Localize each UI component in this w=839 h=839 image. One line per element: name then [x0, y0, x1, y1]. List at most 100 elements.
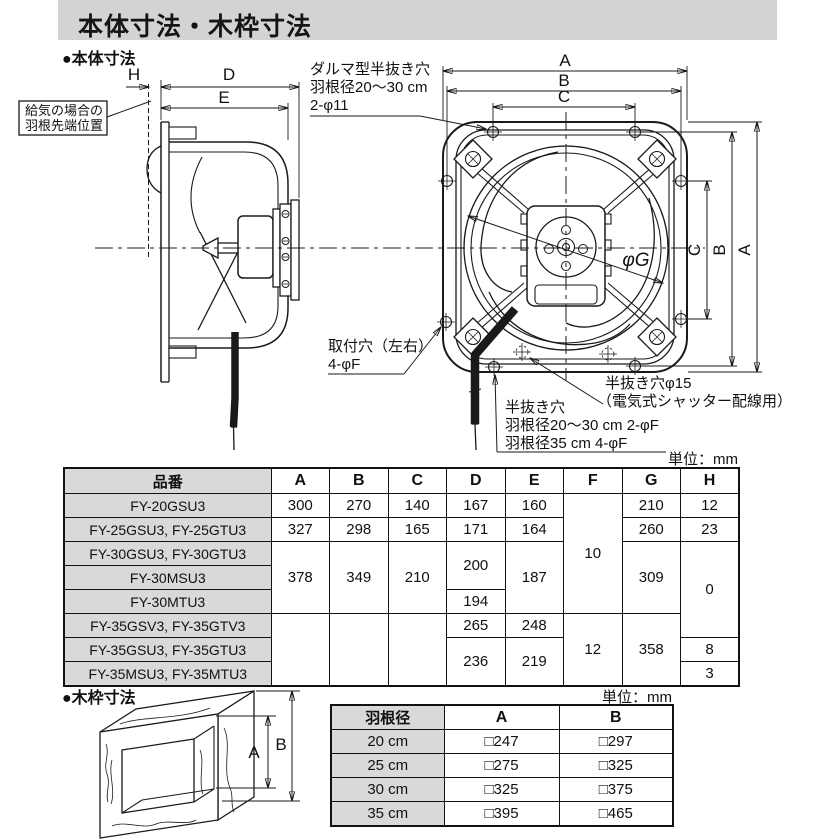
dim-label-frame-a: A	[248, 743, 260, 762]
note-punch-hole-15: 半抜き穴φ15 （電気式シャッター配線用）	[530, 358, 792, 410]
table-row: FY-35GSV3, FY-35GTV3 265 248 12 358	[63, 613, 739, 687]
section-label-frame-dimensions: ●木枠寸法	[62, 690, 136, 707]
value-cell: 165	[387, 517, 447, 542]
table-header-row: 羽根径 A B	[330, 704, 674, 730]
motor-bolt-icons	[281, 210, 290, 288]
col-header-a: A	[270, 467, 330, 494]
svg-text:4-φF: 4-φF	[328, 356, 360, 373]
value-cell	[387, 613, 447, 687]
value-cell: □465	[558, 801, 674, 827]
unit-label-2: 単位：mm	[602, 689, 672, 706]
dim-label-d: D	[223, 65, 235, 84]
value-cell: 309	[621, 541, 681, 614]
value-cell: 210	[621, 493, 681, 518]
value-cell: □325	[443, 777, 560, 802]
col-header-h: H	[680, 467, 740, 494]
side-view-dimensions: H D E	[126, 65, 299, 198]
dim-label-e: E	[218, 88, 229, 107]
size-cell: 30 cm	[330, 777, 445, 802]
wood-frame-drawing: A B	[99, 689, 300, 839]
corner-braces	[475, 166, 657, 330]
svg-text:羽根先端位置: 羽根先端位置	[25, 118, 103, 133]
svg-text:ダルマ型半抜き穴: ダルマ型半抜き穴	[310, 61, 430, 78]
value-cell: 265	[446, 613, 506, 638]
value-cell: 194	[446, 589, 506, 614]
dim-label-c-top: C	[558, 87, 570, 106]
model-cell: FY-35GSV3, FY-35GTV3	[63, 613, 272, 638]
value-cell: 0	[680, 541, 740, 638]
table-row: FY-30MSU3	[63, 565, 739, 590]
value-cell	[329, 613, 389, 687]
value-cell: 210	[387, 541, 447, 614]
table-row: 25 cm □275 □325	[330, 753, 674, 778]
model-cell: FY-20GSU3	[63, 493, 272, 518]
model-cell: FY-25GSU3, FY-25GTU3	[63, 517, 272, 542]
value-cell: 219	[504, 637, 564, 687]
value-cell: 167	[446, 493, 506, 518]
punched-hole-icons	[437, 123, 690, 376]
table-row: FY-35GSU3, FY-35GTU3 236 219 8	[63, 637, 740, 687]
value-cell: 10	[563, 493, 623, 614]
model-cell: FY-35MSU3, FY-35MTU3	[63, 661, 272, 687]
value-cell: 349	[329, 541, 389, 614]
table-row: FY-30GSU3, FY-30GTU3 378 349 210 200 187…	[63, 541, 740, 638]
value-cell: 12	[680, 493, 740, 518]
dim-label-a-top: A	[559, 51, 571, 70]
dim-label-phi-g: φG	[622, 250, 649, 271]
note-supply-blade-tip: 給気の場合の 羽根先端位置	[18, 100, 152, 136]
value-cell: 12	[563, 613, 623, 687]
col-header-a: A	[443, 704, 560, 730]
value-cell: 23	[680, 517, 740, 542]
value-cell: 160	[504, 493, 564, 518]
size-cell: 35 cm	[330, 801, 445, 827]
dim-label-c-right: C	[685, 244, 704, 256]
table-row: FY-35MSU3, FY-35MTU3 3	[63, 661, 740, 687]
table-header-row: 品番 A B C D E F G H	[63, 467, 740, 494]
table-row: FY-25GSU3, FY-25GTU3 327 298 165 171 164…	[63, 517, 740, 542]
wood-frame-3d	[99, 689, 255, 839]
title-bar: 本体寸法・木枠寸法	[58, 0, 777, 41]
dim-label-b-right: B	[710, 244, 729, 255]
col-header-b: B	[329, 467, 389, 494]
col-header-c: C	[387, 467, 447, 494]
table-row: 20 cm □247 □297	[330, 729, 674, 754]
value-cell: □395	[443, 801, 560, 827]
value-cell: 140	[387, 493, 447, 518]
value-cell: 248	[504, 613, 564, 638]
dim-label-h: H	[128, 65, 140, 84]
dim-label-b-top: B	[558, 71, 569, 90]
wood-frame-table: 羽根径 A B 20 cm □247 □297 25 cm □275 □325 …	[330, 704, 674, 827]
value-cell: 260	[621, 517, 681, 542]
col-header-model: 品番	[63, 467, 272, 494]
note-daruma-hole: ダルマ型半抜き穴 羽根径20～30 cm 2-φ11	[310, 61, 486, 129]
model-cell: FY-30MSU3	[63, 565, 272, 590]
value-cell: 298	[329, 517, 389, 542]
front-view-top-dimensions: A B C	[443, 51, 687, 176]
col-header-b: B	[558, 704, 674, 730]
power-cord-front	[468, 306, 519, 451]
svg-text:取付穴（左右）: 取付穴（左右）	[328, 338, 433, 355]
value-cell: □247	[443, 729, 560, 754]
svg-text:2-φ11: 2-φ11	[310, 97, 349, 114]
col-header-f: F	[563, 467, 623, 494]
unit-label-1: 単位：mm	[668, 451, 738, 468]
size-cell: 25 cm	[330, 753, 445, 778]
table-row: 30 cm □325 □375	[330, 777, 674, 802]
value-cell	[270, 613, 330, 687]
svg-text:給気の場合の: 給気の場合の	[25, 103, 103, 118]
table-row: 35 cm □395 □465	[330, 801, 674, 827]
fan-side-view	[146, 84, 300, 451]
value-cell: 8	[680, 637, 740, 662]
value-cell: 171	[446, 517, 506, 542]
front-view-right-dimensions: A B C	[640, 122, 762, 372]
svg-text:羽根径20～30 cm: 羽根径20～30 cm	[310, 79, 428, 96]
note-punch-hole-f: 半抜き穴 羽根径20～30 cm 2-φF 羽根径35 cm 4-φF	[495, 375, 666, 453]
svg-text:半抜き穴: 半抜き穴	[505, 399, 565, 416]
svg-text:（電気式シャッター配線用）: （電気式シャッター配線用）	[597, 393, 792, 410]
value-cell: 3	[680, 661, 740, 687]
col-header-e: E	[504, 467, 564, 494]
body-dimensions-table: 品番 A B C D E F G H FY-20GSU3 300 270 140…	[63, 467, 740, 687]
value-cell: 300	[270, 493, 330, 518]
size-cell: 20 cm	[330, 729, 445, 754]
